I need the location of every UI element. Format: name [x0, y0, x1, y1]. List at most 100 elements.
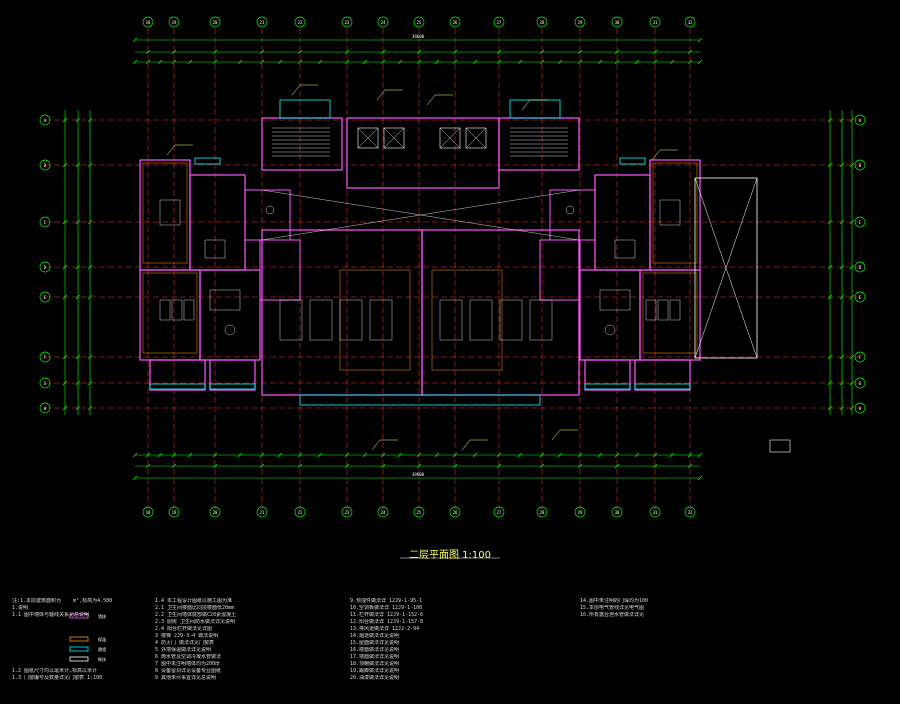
furniture-bed	[439, 299, 463, 341]
room-wall	[634, 359, 691, 391]
room-wall	[189, 174, 246, 271]
dimension-tick	[344, 59, 350, 65]
axis-bubble-label: C	[859, 220, 862, 225]
axis-bubble-top	[649, 16, 661, 28]
dimension-tick	[416, 463, 422, 469]
dimension-tick	[687, 463, 693, 469]
room-wall	[139, 159, 191, 271]
dimension-tick	[496, 59, 502, 65]
axis-bubble-right	[854, 291, 866, 303]
axis-bubble-right	[854, 351, 866, 363]
dimension-tick	[362, 59, 368, 65]
axis-bubble-bottom	[449, 506, 461, 518]
dimension-tick	[75, 117, 81, 123]
dimension-tick	[62, 405, 68, 411]
dimension-tick	[827, 354, 833, 360]
note-line	[12, 647, 112, 654]
axis-bubble-label: 30	[615, 20, 620, 25]
legend-swatch	[69, 646, 89, 652]
furniture-bed	[279, 299, 303, 341]
dimension-total: 39600	[412, 34, 425, 39]
room-wall	[149, 359, 206, 391]
dimension-tick	[297, 49, 303, 55]
window	[619, 157, 646, 165]
elevator-shaft	[383, 127, 405, 149]
dimension-tick	[259, 59, 265, 65]
dimension-tick	[652, 452, 658, 458]
hatch-zone	[142, 162, 188, 264]
note-line	[580, 647, 648, 654]
note-line	[12, 626, 112, 633]
dimension-tick	[652, 463, 658, 469]
note-line: 19.踢脚做法详见说明	[350, 668, 400, 674]
dimension-tick	[380, 49, 386, 55]
dimension-tick	[517, 59, 523, 65]
dimension-tick	[496, 49, 502, 55]
room-wall	[199, 269, 261, 361]
dimension-tick	[187, 452, 193, 458]
dimension-tick	[380, 59, 386, 65]
dimension-tick	[397, 59, 403, 65]
note-line: 9.预埋件做法详 12J9-1-95-1	[350, 598, 423, 604]
annotation-leader	[461, 439, 471, 451]
dimension-tick	[687, 59, 693, 65]
dimension-tick	[87, 354, 93, 360]
axis-bubble-label: 25	[417, 20, 422, 25]
dimension-tick	[75, 405, 81, 411]
dimension-tick	[849, 264, 855, 270]
axis-bubble-top	[377, 16, 389, 28]
axis-bubble-label: G	[859, 381, 862, 386]
dimension-tick	[132, 475, 138, 481]
note-line: 2.4 阳台栏杆做法见详图	[155, 626, 213, 632]
axis-bubble-label: E	[859, 295, 862, 300]
axis-bubble-top	[142, 16, 154, 28]
dimension-tick	[171, 49, 177, 55]
room-wall	[244, 189, 291, 241]
axis-bubble-label: 29	[578, 510, 583, 515]
dimension-tick	[212, 59, 218, 65]
furniture-basin	[265, 205, 275, 215]
axis-bubble-right	[854, 377, 866, 389]
elevator-shaft	[465, 127, 487, 149]
axis-bubble-top	[168, 16, 180, 28]
dimension-tick	[297, 59, 303, 65]
axis-bubble-left	[39, 291, 51, 303]
note-line	[12, 619, 112, 626]
note-line	[12, 633, 112, 640]
hatch-zone	[431, 269, 503, 371]
dimension-tick	[237, 59, 243, 65]
elevator-x	[357, 127, 379, 149]
axis-bubble-label: 32	[688, 510, 693, 515]
dimension-tick	[827, 219, 833, 225]
elevator-lobby	[346, 117, 500, 189]
drawing-title: 二层平面图 1:100	[409, 550, 491, 561]
dimension-tick	[839, 162, 845, 168]
dimension-tick	[827, 294, 833, 300]
dimension-tick	[687, 49, 693, 55]
annotation-leader	[166, 144, 176, 156]
axis-bubble-label: 22	[298, 510, 303, 515]
furniture-sofa	[159, 299, 171, 321]
dimension-tick	[87, 294, 93, 300]
dimension-tick	[75, 264, 81, 270]
axis-bubble-label: 24	[381, 510, 386, 515]
furniture-table-round	[604, 324, 616, 336]
dimension-tick	[87, 162, 93, 168]
furniture-bed	[469, 299, 493, 341]
dimension-tick	[577, 452, 583, 458]
dimension-tick	[849, 219, 855, 225]
axis-bubble-label: 31	[653, 20, 658, 25]
note-line: 1.4 本工程设计图纸以施工图为准	[155, 598, 233, 604]
note-line: 15.本层电气管线详见电气图	[580, 605, 645, 611]
dimension-tick	[452, 49, 458, 55]
dimension-tick	[62, 380, 68, 386]
axis-bubble-bottom	[649, 506, 661, 518]
dimension-tick	[145, 49, 151, 55]
dimension-tick	[212, 463, 218, 469]
dimension-tick	[317, 59, 323, 65]
dimension-tick	[237, 452, 243, 458]
room-wall	[209, 359, 256, 391]
note-line: 7 图中未注明墙体均为200厚	[155, 661, 221, 667]
